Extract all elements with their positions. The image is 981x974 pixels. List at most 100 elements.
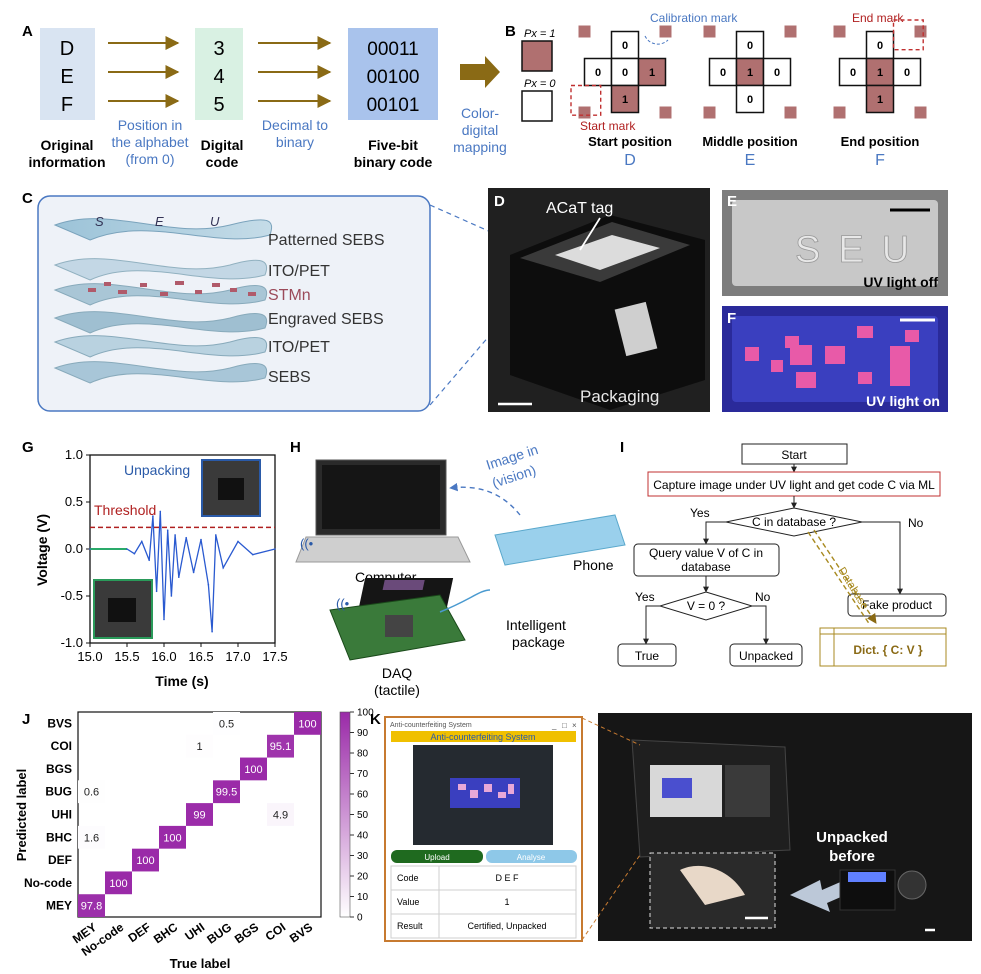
- y-category-label: COI: [51, 739, 72, 753]
- seu-engraved: SEU: [795, 229, 927, 271]
- upload-button-label: Upload: [424, 853, 449, 862]
- y-category-label: MEY: [46, 899, 72, 913]
- trace-point: [222, 567, 224, 569]
- heatmap-cell-label: 100: [136, 855, 154, 867]
- panel-letter-i: I: [620, 439, 624, 456]
- panel-j: J 97.81001001009999.510095.11001.60.610.…: [14, 708, 374, 972]
- flow-arrow-true: [643, 605, 660, 645]
- heatmap-cell: [213, 780, 240, 804]
- seu-e: E: [155, 214, 164, 229]
- heatmap-cell-label: 1: [196, 741, 202, 753]
- panel-letter-k: K: [370, 711, 381, 728]
- uv-on-label: UV light on: [866, 393, 940, 409]
- digit-2: 4: [213, 66, 224, 88]
- upload-button[interactable]: [391, 850, 483, 863]
- tag-arrow: [579, 217, 601, 251]
- flow-arrow-no: [862, 521, 903, 595]
- flow-true-text: True: [635, 649, 660, 663]
- calibration-mark: [659, 25, 672, 38]
- flow-start-text: Start: [781, 448, 807, 462]
- colorbar-tick-label: 0: [357, 913, 363, 924]
- step3-line3: mapping: [453, 139, 507, 155]
- trace-point: [166, 529, 169, 531]
- colorbar-tick-label: 70: [357, 769, 369, 780]
- position-start: Start position: [588, 134, 672, 149]
- layer-patterned-sebs: [53, 218, 273, 241]
- heatmap-cell-label: 100: [244, 764, 262, 776]
- code-cell-value: 0: [595, 67, 601, 79]
- package-glow: [848, 872, 886, 882]
- flow-no-2: No: [755, 590, 771, 604]
- panel-k: K Anti-counterfeiting System _ □ × Anti-…: [370, 711, 972, 942]
- x-category-label: BVS: [287, 920, 315, 946]
- daq-line2: (tactile): [374, 682, 420, 698]
- flow-capture: [647, 471, 941, 497]
- maximize-icon[interactable]: □: [562, 721, 567, 730]
- stmn-glow: [745, 326, 919, 388]
- close-icon[interactable]: ×: [572, 721, 577, 730]
- flow-unpacked-text: Unpacked: [739, 649, 793, 663]
- trace-point: [148, 559, 150, 562]
- heatmap-cell: [213, 712, 240, 735]
- col1-line2: information: [29, 154, 106, 170]
- panel-letter-b: B: [505, 23, 516, 40]
- panel-letter-j: J: [22, 711, 30, 728]
- flow-decision-1-text: C in database ?: [752, 515, 836, 529]
- heatmap-cell-label: 99: [193, 810, 205, 822]
- code-cell-value: 1: [649, 67, 655, 79]
- trace-point: [207, 583, 210, 586]
- col1-line1: Original: [41, 137, 94, 153]
- trace-point: [211, 630, 213, 633]
- trace-point: [178, 576, 180, 578]
- start-mark-box: [570, 84, 602, 116]
- calibration-mark: [659, 106, 672, 119]
- layer-label-3: STMn: [268, 287, 311, 304]
- minimize-icon[interactable]: _: [551, 721, 557, 730]
- uv-lamp: [897, 870, 927, 900]
- threshold-label: Threshold: [94, 502, 156, 518]
- binary-box: [348, 28, 438, 120]
- digits-box: [195, 28, 243, 120]
- seu-s: S: [95, 214, 104, 229]
- step1-line1: Position in: [118, 117, 183, 133]
- trace-point: [274, 548, 276, 550]
- panel-letter-a: A: [22, 23, 33, 40]
- dict-text: Dict. { C: V }: [853, 643, 923, 657]
- analyse-button[interactable]: [486, 850, 577, 863]
- flow-yes-2: Yes: [635, 590, 655, 604]
- position-middle: Middle position: [702, 134, 797, 149]
- laptop-display: [322, 465, 440, 529]
- heatmap-cell-label: 97.8: [81, 901, 102, 913]
- y-tick-label: -1.0: [61, 635, 83, 650]
- code-cell-value: 0: [747, 94, 753, 106]
- trace-point: [133, 552, 136, 555]
- flow-capture-text: Capture image under UV light and get cod…: [653, 478, 935, 492]
- trace-point: [200, 538, 202, 541]
- heatmap-cell: [78, 894, 105, 917]
- code-d: D: [624, 152, 636, 169]
- flow-true: [617, 643, 677, 667]
- arrows-a1: [108, 36, 332, 108]
- daq-cable: [439, 589, 491, 613]
- calibration-mark: [578, 106, 591, 119]
- code-e: E: [745, 152, 756, 169]
- flow-fake: [847, 593, 947, 617]
- app-heading-bar: [391, 731, 576, 742]
- calibration-mark: [703, 25, 716, 38]
- calibration-mark: [914, 106, 927, 119]
- y-tick-label: 0.5: [65, 494, 83, 509]
- trace-point: [185, 536, 187, 539]
- heatmap-cell: [186, 734, 213, 758]
- panel-letter-f: F: [727, 310, 736, 327]
- panel-a: A D E F 3 4 5 00011 00100 00101 Position…: [22, 23, 507, 170]
- y-tick-label: 0.0: [65, 541, 83, 556]
- trace-point: [152, 515, 154, 517]
- heatmap-frame: [77, 711, 322, 918]
- daq-chip: [385, 615, 413, 637]
- x-tick-label: 16.0: [151, 649, 176, 664]
- big-arrow: [460, 56, 500, 88]
- code-cell-value: 0: [622, 67, 628, 79]
- daq-line1: DAQ: [382, 665, 412, 681]
